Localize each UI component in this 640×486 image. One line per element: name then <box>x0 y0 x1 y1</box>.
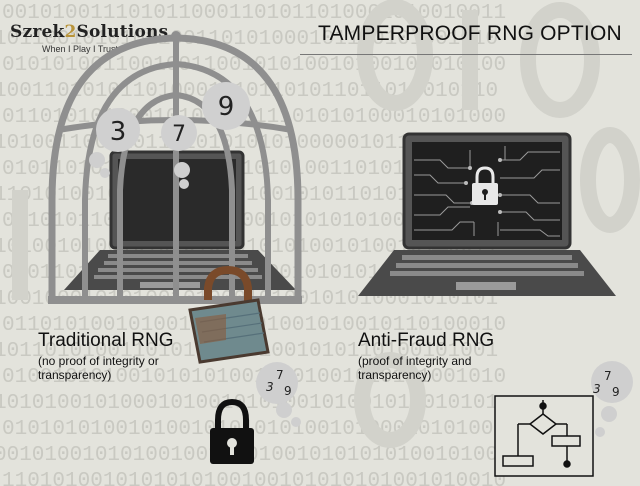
title-divider <box>300 54 632 55</box>
padlock-icon <box>210 398 254 464</box>
screen-lock-icon <box>472 166 498 205</box>
brand-name: Szrek2Solutions <box>10 22 169 42</box>
traditional-rng-heading: Traditional RNG <box>38 330 174 351</box>
bubble-number-3: 9 <box>218 92 235 122</box>
page-title: TAMPERPROOF RNG OPTION <box>318 22 622 45</box>
small-bubble-right-number-3: 9 <box>612 385 620 399</box>
brand-tagline: When I Play I Trust <box>42 44 119 54</box>
bubble-number-1: 3 <box>110 117 127 147</box>
small-number-bubble-left <box>256 362 301 427</box>
anti-fraud-rng-subtitle-line1: (proof of integrity and <box>358 354 472 368</box>
company-logo: Szrek2Solutions When I Play I Trust <box>10 22 169 54</box>
bubble-number-2: 7 <box>172 122 186 147</box>
anti-fraud-rng-subtitle-line2: transparency) <box>358 368 432 382</box>
small-number-bubble-right <box>591 361 633 437</box>
rusty-padlock-icon <box>188 265 270 364</box>
number-bubbles-left <box>89 82 250 189</box>
small-bubble-left-number-3: 9 <box>284 384 292 398</box>
anti-fraud-rng-heading: Anti-Fraud RNG <box>358 330 495 351</box>
circuit-pattern <box>414 146 560 237</box>
small-bubble-left-number-2: 7 <box>276 368 284 382</box>
small-bubble-right-number-1: 3 <box>593 382 601 396</box>
laptop-icon-right <box>358 132 616 296</box>
binary-row: 1010100101000101001010100101001010010101 <box>0 392 498 415</box>
binary-row: 1101010010101010100100101010101001010010 <box>2 470 506 486</box>
traditional-rng-subtitle-line1: (no proof of integrity or <box>38 354 159 368</box>
large-digits-background <box>12 0 640 448</box>
flowchart-icon <box>494 395 594 477</box>
small-bubble-left-number-1: 3 <box>266 380 274 394</box>
small-bubble-right-number-2: 7 <box>604 369 612 383</box>
traditional-rng-subtitle-line2: transparency) <box>38 368 112 382</box>
